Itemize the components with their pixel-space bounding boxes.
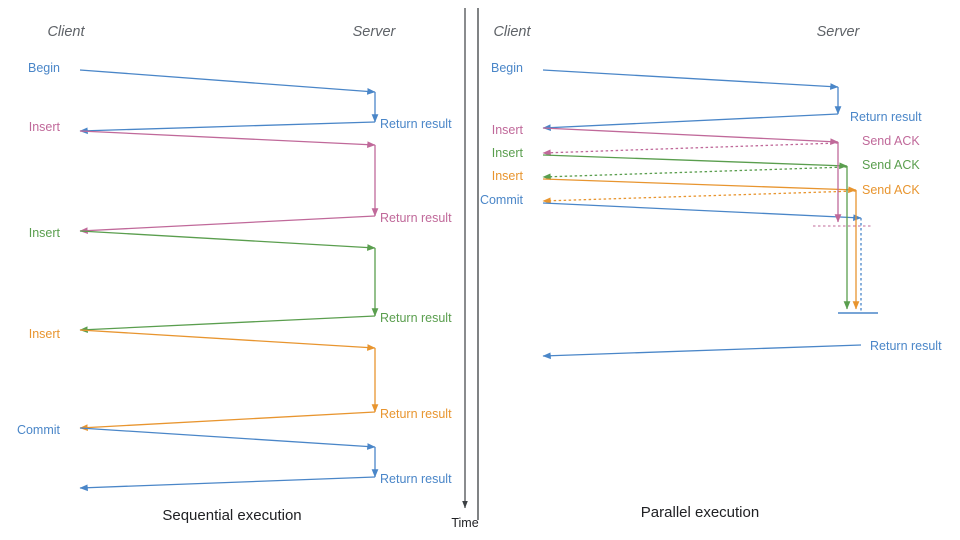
message-arrow-insert1-return [79, 215, 376, 234]
message-arrow-insert3-request [542, 178, 857, 194]
message-label-commit-request: Commit [480, 193, 524, 207]
message-arrow-insert2-request [542, 154, 848, 170]
message-label-begin-return: Return result [380, 117, 452, 131]
message-label-insert1-request: Insert [29, 120, 61, 134]
message-arrow-insert2-return [79, 315, 376, 334]
message-arrow-insert2-request [79, 230, 376, 251]
message-label-commit-request: Commit [17, 423, 61, 437]
panel-caption-parallel: Parallel execution [641, 504, 759, 521]
message-arrow-commit-request [79, 427, 376, 450]
message-label-insert3-request: Insert [29, 327, 61, 341]
message-label-insert1-request: Insert [492, 123, 524, 137]
message-arrow-insert3-return [79, 411, 376, 431]
message-label-insert3-ack: Send ACK [862, 183, 920, 197]
time-axis: Time [451, 8, 479, 530]
message-label-insert1-return: Return result [380, 211, 452, 225]
message-arrow-insert1-request [79, 130, 376, 149]
message-arrow-insert3-request [79, 329, 376, 351]
server-lane-title: Server [353, 24, 397, 40]
message-arrow-insert1-ack [542, 142, 839, 157]
message-label-begin-request: Begin [28, 61, 60, 75]
message-arrow-begin-request [79, 69, 376, 95]
message-label-insert2-return: Return result [380, 311, 452, 325]
message-label-insert3-return: Return result [380, 407, 452, 421]
message-label-insert2-request: Insert [492, 146, 524, 160]
message-arrow-commit-return [79, 476, 376, 492]
client-lane-title: Client [493, 24, 531, 40]
time-axis-label: Time [451, 516, 478, 530]
message-label-insert3-request: Insert [492, 169, 524, 183]
message-arrow-begin-request [542, 69, 839, 90]
message-label-insert1-ack: Send ACK [862, 134, 920, 148]
message-arrow-commit-return [542, 344, 862, 360]
server-lane-title: Server [817, 24, 861, 40]
message-label-insert2-ack: Send ACK [862, 158, 920, 172]
message-label-insert2-request: Insert [29, 226, 61, 240]
message-arrow-insert2-ack [542, 166, 848, 181]
message-label-begin-request: Begin [491, 61, 523, 75]
message-arrow-insert3-ack [542, 190, 857, 205]
message-label-commit-return: Return result [870, 339, 942, 353]
message-label-begin-return: Return result [850, 110, 922, 124]
message-arrow-insert1-request [542, 127, 839, 146]
message-label-commit-return: Return result [380, 472, 452, 486]
client-lane-title: Client [47, 24, 85, 40]
panel-caption-sequential: Sequential execution [162, 507, 301, 524]
message-arrow-begin-return [542, 113, 839, 132]
message-arrow-begin-return [79, 121, 376, 135]
message-arrow-commit-request [542, 202, 862, 222]
